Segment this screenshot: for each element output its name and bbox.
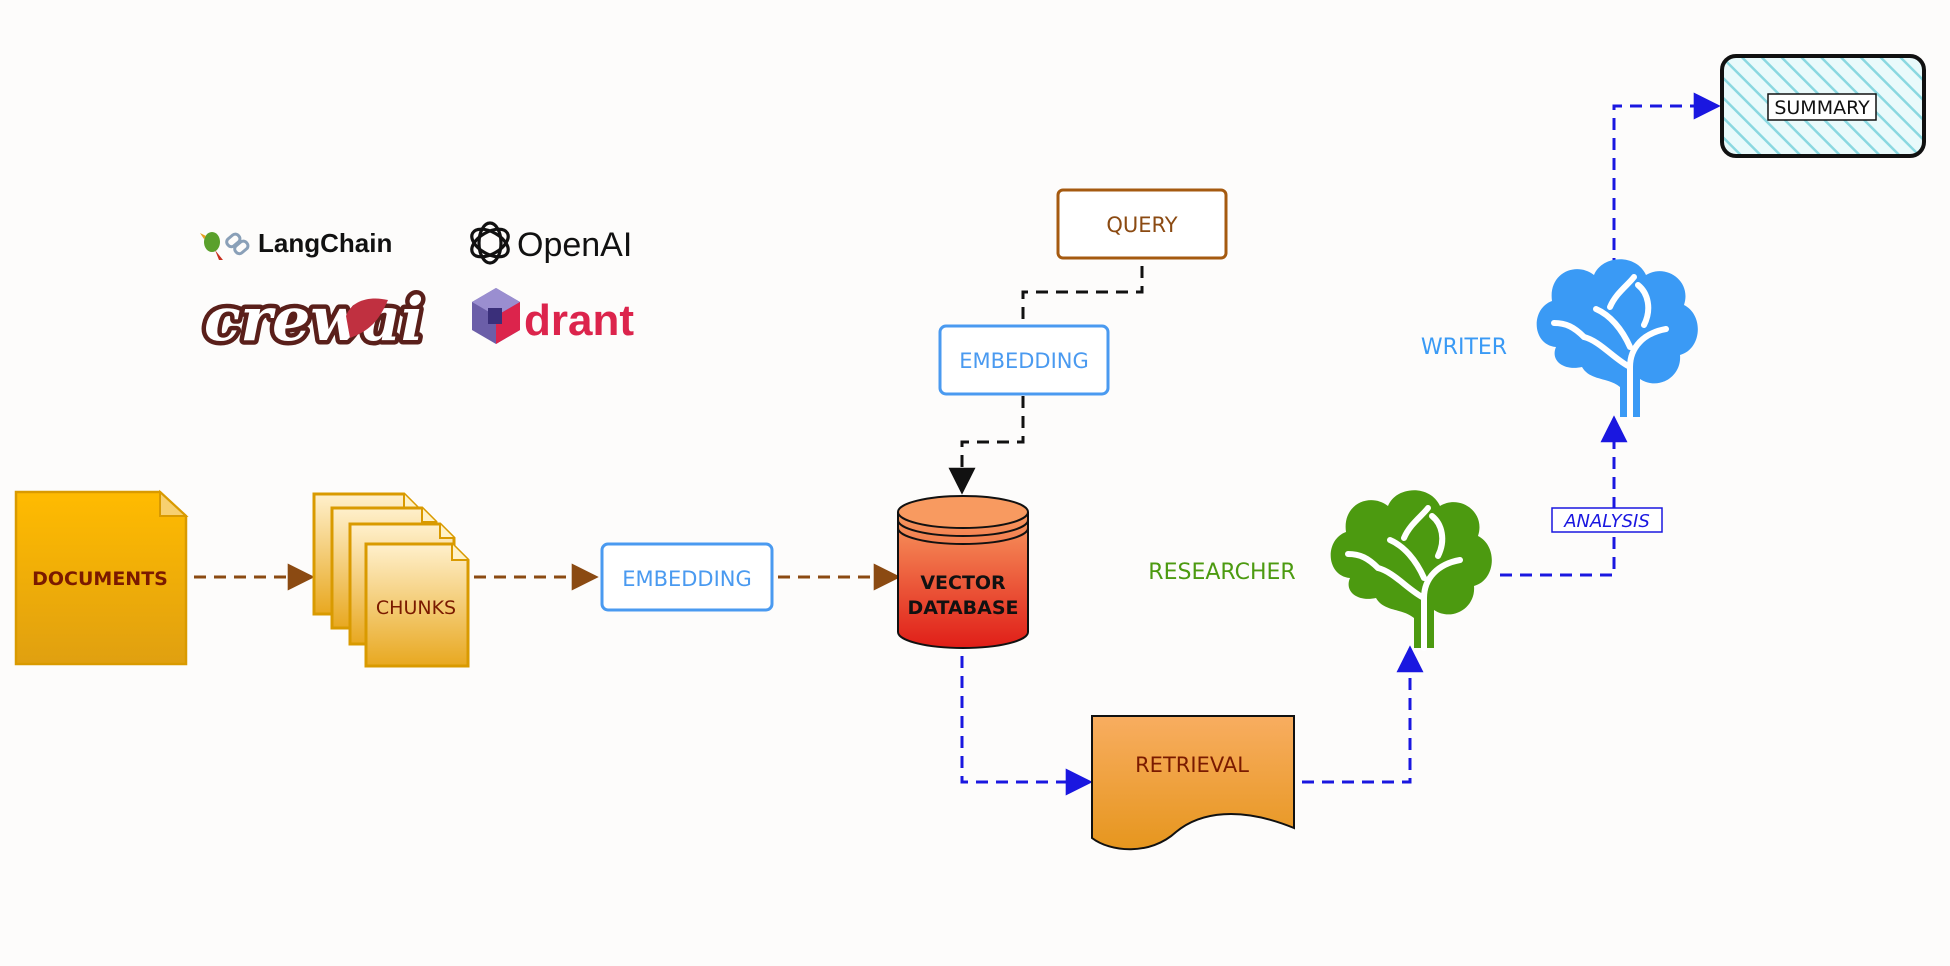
- writer-agent: WRITER: [1421, 259, 1698, 420]
- crewai-accent: [346, 298, 388, 338]
- writer-label: WRITER: [1421, 335, 1507, 360]
- arrow-researcher-to-writer: [1500, 415, 1628, 577]
- embedding-query-label: EMBEDDING: [959, 349, 1089, 373]
- summary-label: SUMMARY: [1774, 97, 1870, 119]
- connectors: [194, 92, 1721, 796]
- openai-wordmark: OpenAI: [517, 226, 632, 264]
- arrow-retrieval-to-researcher: [1302, 645, 1424, 784]
- vector-db-label-line2: DATABASE: [907, 597, 1018, 619]
- documents-node: DOCUMENTS: [14, 489, 189, 666]
- arrow-writer-to-summary: [1612, 92, 1721, 270]
- embedding-doc-label: EMBEDDING: [622, 567, 752, 591]
- query-node: QUERY: [1056, 188, 1228, 260]
- openai-logo: OpenAI: [470, 221, 632, 265]
- arrow-database-to-retrieval: [960, 656, 1093, 796]
- embedding-doc-node: EMBEDDING: [600, 542, 774, 612]
- embedding-query-node: EMBEDDING: [938, 324, 1110, 396]
- openai-knot-icon: [470, 221, 510, 265]
- qdrant-logo: drant: [472, 288, 634, 345]
- analysis-label: ANALYSIS: [1563, 511, 1650, 532]
- documents-label: DOCUMENTS: [32, 568, 168, 590]
- arrow-query-to-embedding: [1021, 266, 1144, 326]
- chain-link-icon: [225, 232, 250, 256]
- langchain-wordmark: LangChain: [258, 228, 392, 258]
- vector-db-label-line1: VECTOR: [920, 572, 1006, 594]
- writer-brain-icon: [1536, 259, 1698, 420]
- crewai-wordmark: crewai: [204, 285, 424, 355]
- summary-node: SUMMARY: [1720, 54, 1926, 158]
- langchain-logo: LangChain: [200, 228, 392, 260]
- arrow-embedding-to-database-query: [948, 396, 1025, 495]
- researcher-agent: RESEARCHER: [1148, 490, 1492, 651]
- parrot-icon: [200, 232, 223, 260]
- analysis-edge-label: ANALYSIS: [1551, 507, 1663, 533]
- qdrant-wordmark: drant: [524, 296, 634, 345]
- researcher-label: RESEARCHER: [1148, 560, 1295, 585]
- vector-database-node: VECTOR DATABASE: [897, 495, 1029, 649]
- chunks-label: CHUNKS: [376, 597, 456, 619]
- chunks-node: CHUNKS: [312, 492, 470, 668]
- qdrant-cube-icon: [472, 288, 520, 344]
- researcher-brain-icon: [1330, 490, 1492, 651]
- query-label: QUERY: [1106, 213, 1177, 237]
- retrieval-label: RETRIEVAL: [1135, 753, 1249, 777]
- crewai-logo: crewai: [200, 281, 429, 360]
- retrieval-node: RETRIEVAL: [1091, 715, 1295, 851]
- chunk-page-4: [364, 542, 470, 668]
